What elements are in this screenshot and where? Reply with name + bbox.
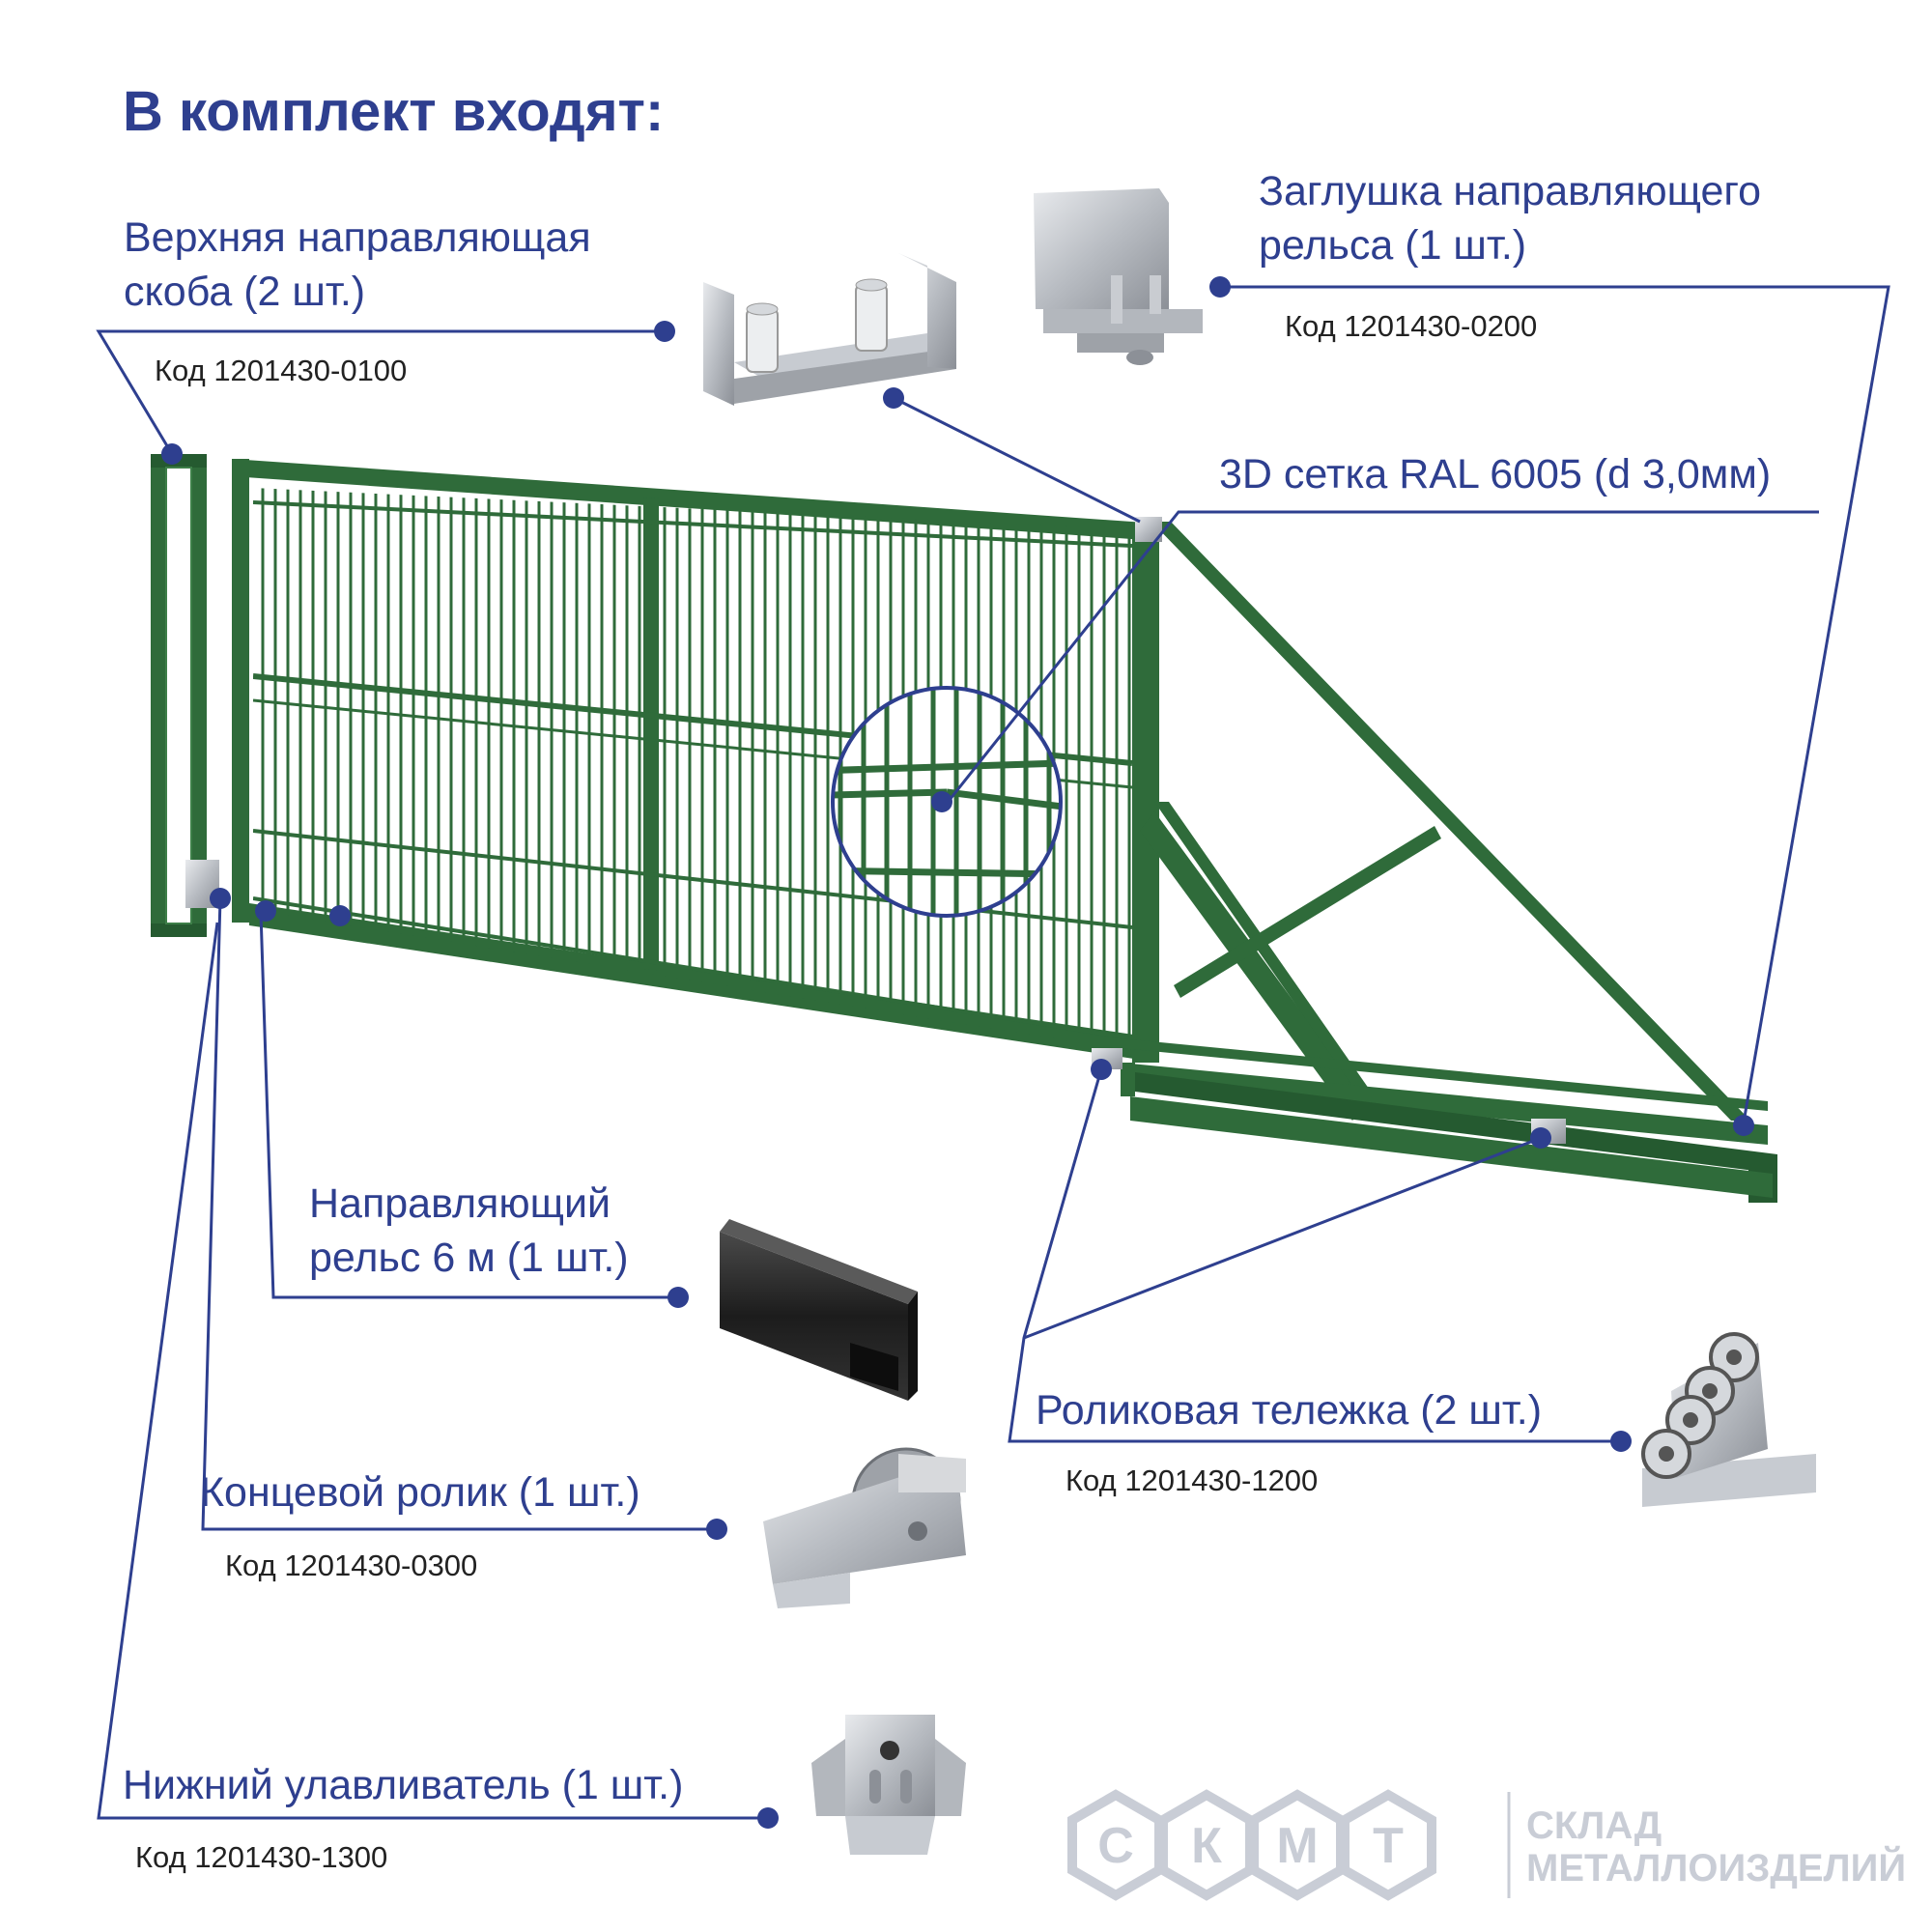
- part-code-top-guide-bracket: Код 1201430-0100: [155, 354, 408, 387]
- logo-line-2: МЕТАЛЛОИЗДЕЛИЙ: [1526, 1847, 1907, 1889]
- leader-dots: [161, 276, 1754, 1829]
- logo-text: СКЛАД МЕТАЛЛОИЗДЕЛИЙ: [1526, 1804, 1906, 1889]
- bottom-catcher-image: [811, 1715, 966, 1855]
- part-label-line: 3D сетка RAL 6005 (d 3,0мм): [1219, 451, 1772, 497]
- part-label-line: Роликовая тележка (2 шт.): [1036, 1387, 1543, 1434]
- part-code-roller-carriage: Код 1201430-1200: [1065, 1463, 1319, 1497]
- part-label-end-roller: Концевой ролик (1 шт.): [200, 1465, 640, 1520]
- end-roller-image: [763, 1447, 966, 1608]
- part-code-end-roller: Код 1201430-0300: [225, 1548, 478, 1582]
- rail-end-cap-image: [1034, 188, 1203, 365]
- part-label-bottom-catcher: Нижний улавливатель (1 шт.): [123, 1758, 683, 1812]
- roller-carriage-image: [1641, 1332, 1816, 1507]
- gate-post: [151, 454, 207, 937]
- part-label-line: Верхняя направляющая: [124, 214, 591, 261]
- part-label-line: скоба (2 шт.): [124, 269, 366, 315]
- guide-rail-image: [720, 1219, 918, 1401]
- part-label-line: Нижний улавливатель (1 шт.): [123, 1762, 684, 1808]
- part-code-bottom-catcher: Код 1201430-1300: [135, 1840, 388, 1874]
- part-label-line: рельс 6 м (1 шт.): [309, 1235, 629, 1281]
- leader-lines: [96, 285, 1890, 1820]
- logo-letter: С: [1097, 1818, 1134, 1874]
- part-label-line: Заглушка направляющего: [1259, 168, 1762, 214]
- part-label-roller-carriage: Роликовая тележка (2 шт.): [1036, 1383, 1542, 1437]
- top-guide-bracket-image: [703, 253, 956, 406]
- part-label-line: Концевой ролик (1 шт.): [200, 1469, 640, 1516]
- part-label-rail-end-cap: Заглушка направляющего рельса (1 шт.): [1259, 164, 1761, 272]
- part-label-3d-mesh: 3D сетка RAL 6005 (d 3,0мм): [1219, 447, 1771, 501]
- logo-letter: М: [1276, 1818, 1318, 1874]
- part-label-top-guide-bracket: Верхняя направляющая скоба (2 шт.): [124, 211, 591, 319]
- counterweight-frame: [1121, 522, 1777, 1203]
- page-title: В комплект входят:: [123, 80, 665, 143]
- part-label-line: Направляющий: [309, 1180, 611, 1227]
- logo-hex: [1340, 1789, 1436, 1901]
- part-label-line: рельса (1 шт.): [1259, 222, 1527, 269]
- part-label-guide-rail: Направляющий рельс 6 м (1 шт.): [309, 1177, 629, 1285]
- logo-line-1: СКЛАД: [1526, 1804, 1662, 1847]
- part-code-rail-end-cap: Код 1201430-0200: [1285, 309, 1538, 343]
- logo-letter: Т: [1373, 1818, 1404, 1874]
- logo-letter: К: [1191, 1818, 1222, 1874]
